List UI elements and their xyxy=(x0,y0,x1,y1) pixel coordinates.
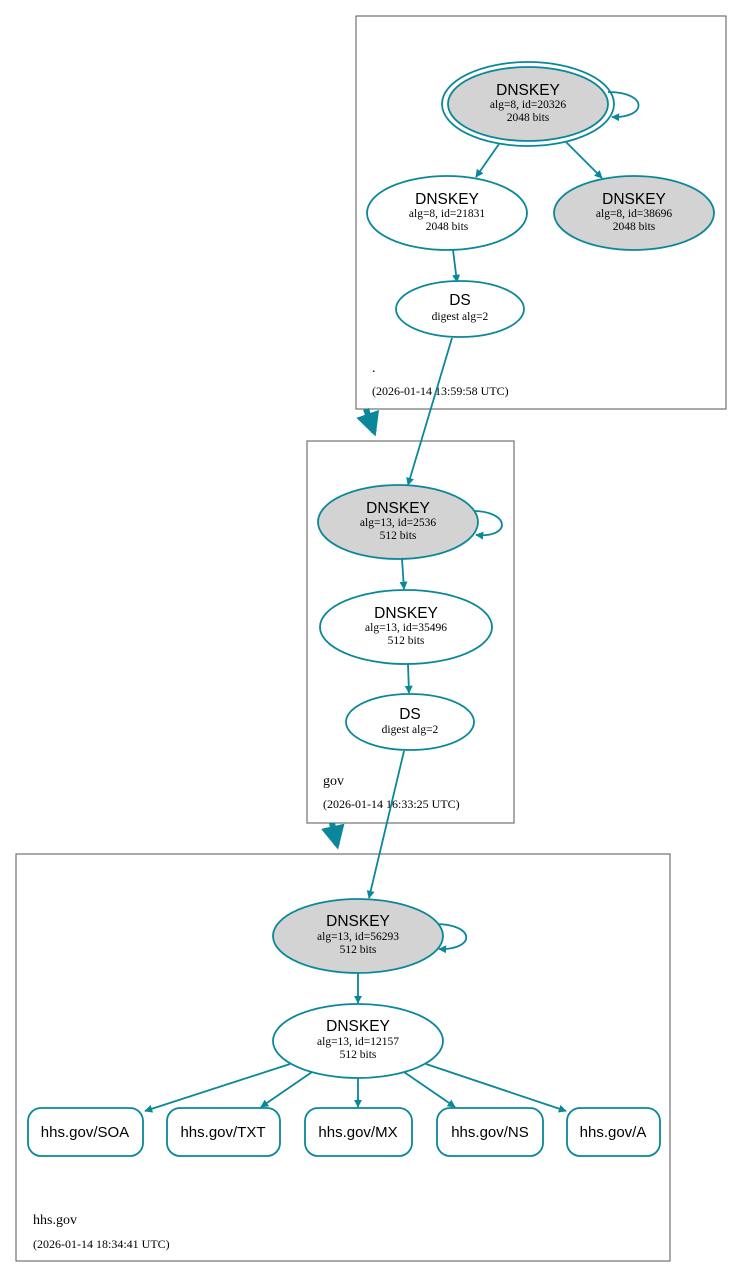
edge-gov-ds-to-hhs-ksk xyxy=(366,750,405,899)
node-title: DNSKEY xyxy=(496,82,560,99)
edge-root-zsk-to-ds xyxy=(452,249,461,283)
node-detail: alg=13, id=2536 xyxy=(360,517,436,529)
node-detail: 512 bits xyxy=(388,635,425,647)
node-title: DNSKEY xyxy=(326,1018,390,1035)
edge-root-ksk-to-ksk2 xyxy=(565,141,603,179)
node-detail: alg=8, id=20326 xyxy=(490,99,566,111)
node-title: DS xyxy=(449,292,471,309)
rrset-label: hhs.gov/SOA xyxy=(41,1124,129,1141)
node-title: DNSKEY xyxy=(415,191,479,208)
rrset-label: hhs.gov/NS xyxy=(451,1124,529,1141)
edge-hhs-zsk-to-a xyxy=(425,1063,567,1113)
zone-name-hhs: hhs.gov xyxy=(33,1213,77,1228)
zone-box-root xyxy=(355,15,727,410)
node-detail: 2048 bits xyxy=(613,221,656,233)
edge-root-ds-to-gov-ksk xyxy=(406,337,453,486)
node-hhs-ksk: DNSKEY alg=13, id=56293 512 bits xyxy=(272,898,444,974)
rrset-ns: hhs.gov/NS xyxy=(436,1107,544,1157)
node-detail: alg=13, id=56293 xyxy=(317,931,399,943)
rrset-mx: hhs.gov/MX xyxy=(304,1107,413,1157)
node-detail: alg=13, id=35496 xyxy=(365,622,447,634)
edge-gov-ksk-self xyxy=(472,510,503,540)
edge-hhs-zsk-to-soa xyxy=(144,1063,291,1113)
node-detail: 2048 bits xyxy=(507,112,550,124)
delegation-arrow-gov-hhs xyxy=(321,822,345,850)
node-detail: 2048 bits xyxy=(426,221,469,233)
rrset-a: hhs.gov/A xyxy=(566,1107,661,1157)
node-root-zsk: DNSKEY alg=8, id=21831 2048 bits xyxy=(366,175,528,251)
rrset-label: hhs.gov/A xyxy=(580,1124,647,1141)
node-gov-ksk: DNSKEY alg=13, id=2536 512 bits xyxy=(317,484,479,560)
node-root-ksk: DNSKEY alg=8, id=20326 2048 bits xyxy=(441,61,615,147)
rrset-txt: hhs.gov/TXT xyxy=(166,1107,281,1157)
node-detail: alg=8, id=21831 xyxy=(409,208,485,220)
node-detail: 512 bits xyxy=(380,530,417,542)
node-hhs-zsk: DNSKEY alg=13, id=12157 512 bits xyxy=(272,1003,444,1079)
zone-box-hhs xyxy=(15,853,671,1262)
node-gov-zsk: DNSKEY alg=13, id=35496 512 bits xyxy=(319,589,493,665)
edge-gov-zsk-to-ds xyxy=(404,663,413,694)
edge-gov-ksk-to-zsk xyxy=(399,558,408,590)
zone-name-gov: gov xyxy=(323,774,344,789)
node-gov-ds: DS digest alg=2 xyxy=(345,693,475,751)
edge-hhs-zsk-to-ns xyxy=(403,1071,456,1108)
node-detail: alg=8, id=38696 xyxy=(596,208,672,220)
node-detail: digest alg=2 xyxy=(432,311,489,323)
node-root-ksk2: DNSKEY alg=8, id=38696 2048 bits xyxy=(553,175,715,251)
zone-time-hhs: (2026-01-14 18:34:41 UTC) xyxy=(33,1237,170,1251)
node-title: DNSKEY xyxy=(374,605,438,622)
node-title: DS xyxy=(399,706,421,723)
node-title: DNSKEY xyxy=(326,913,390,930)
delegation-arrow-root-gov xyxy=(356,408,380,437)
edge-root-ksk-to-zsk xyxy=(475,143,500,178)
node-detail: 512 bits xyxy=(340,1049,377,1061)
rrset-soa: hhs.gov/SOA xyxy=(27,1107,144,1157)
node-detail: 512 bits xyxy=(340,944,377,956)
node-detail: alg=13, id=12157 xyxy=(317,1036,399,1048)
rrset-label: hhs.gov/TXT xyxy=(180,1124,265,1141)
node-root-ds: DS digest alg=2 xyxy=(395,280,525,338)
node-detail: digest alg=2 xyxy=(382,724,439,736)
edge-hhs-ksk-self xyxy=(434,923,468,954)
edge-hhs-zsk-to-txt xyxy=(260,1071,313,1108)
node-title: DNSKEY xyxy=(602,191,666,208)
zone-time-root: (2026-01-14 13:59:58 UTC) xyxy=(372,384,509,398)
zone-name-root: . xyxy=(372,361,376,376)
edge-root-ksk-self xyxy=(607,91,640,122)
rrset-label: hhs.gov/MX xyxy=(318,1124,397,1141)
node-title: DNSKEY xyxy=(366,500,430,517)
zone-box-gov xyxy=(306,440,515,824)
